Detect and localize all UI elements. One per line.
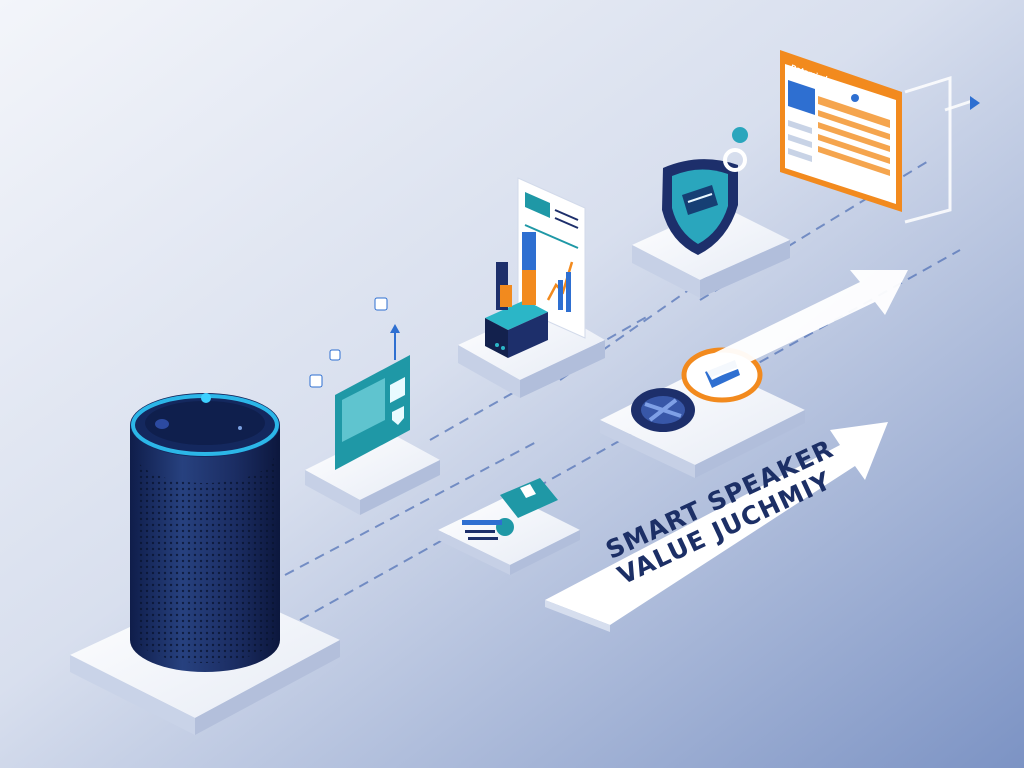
ticket-card-icon xyxy=(462,478,558,540)
smart-speaker-icon xyxy=(130,393,280,672)
analytics-chart-icon xyxy=(485,177,586,358)
upper-arrow xyxy=(700,270,908,380)
drive-dial-icon xyxy=(631,347,763,432)
dashboard-screen-icon: Datamind xyxy=(780,50,980,224)
security-shield-icon xyxy=(662,127,748,255)
app-panel-platform xyxy=(305,430,440,515)
app-panel-icon xyxy=(309,297,410,470)
